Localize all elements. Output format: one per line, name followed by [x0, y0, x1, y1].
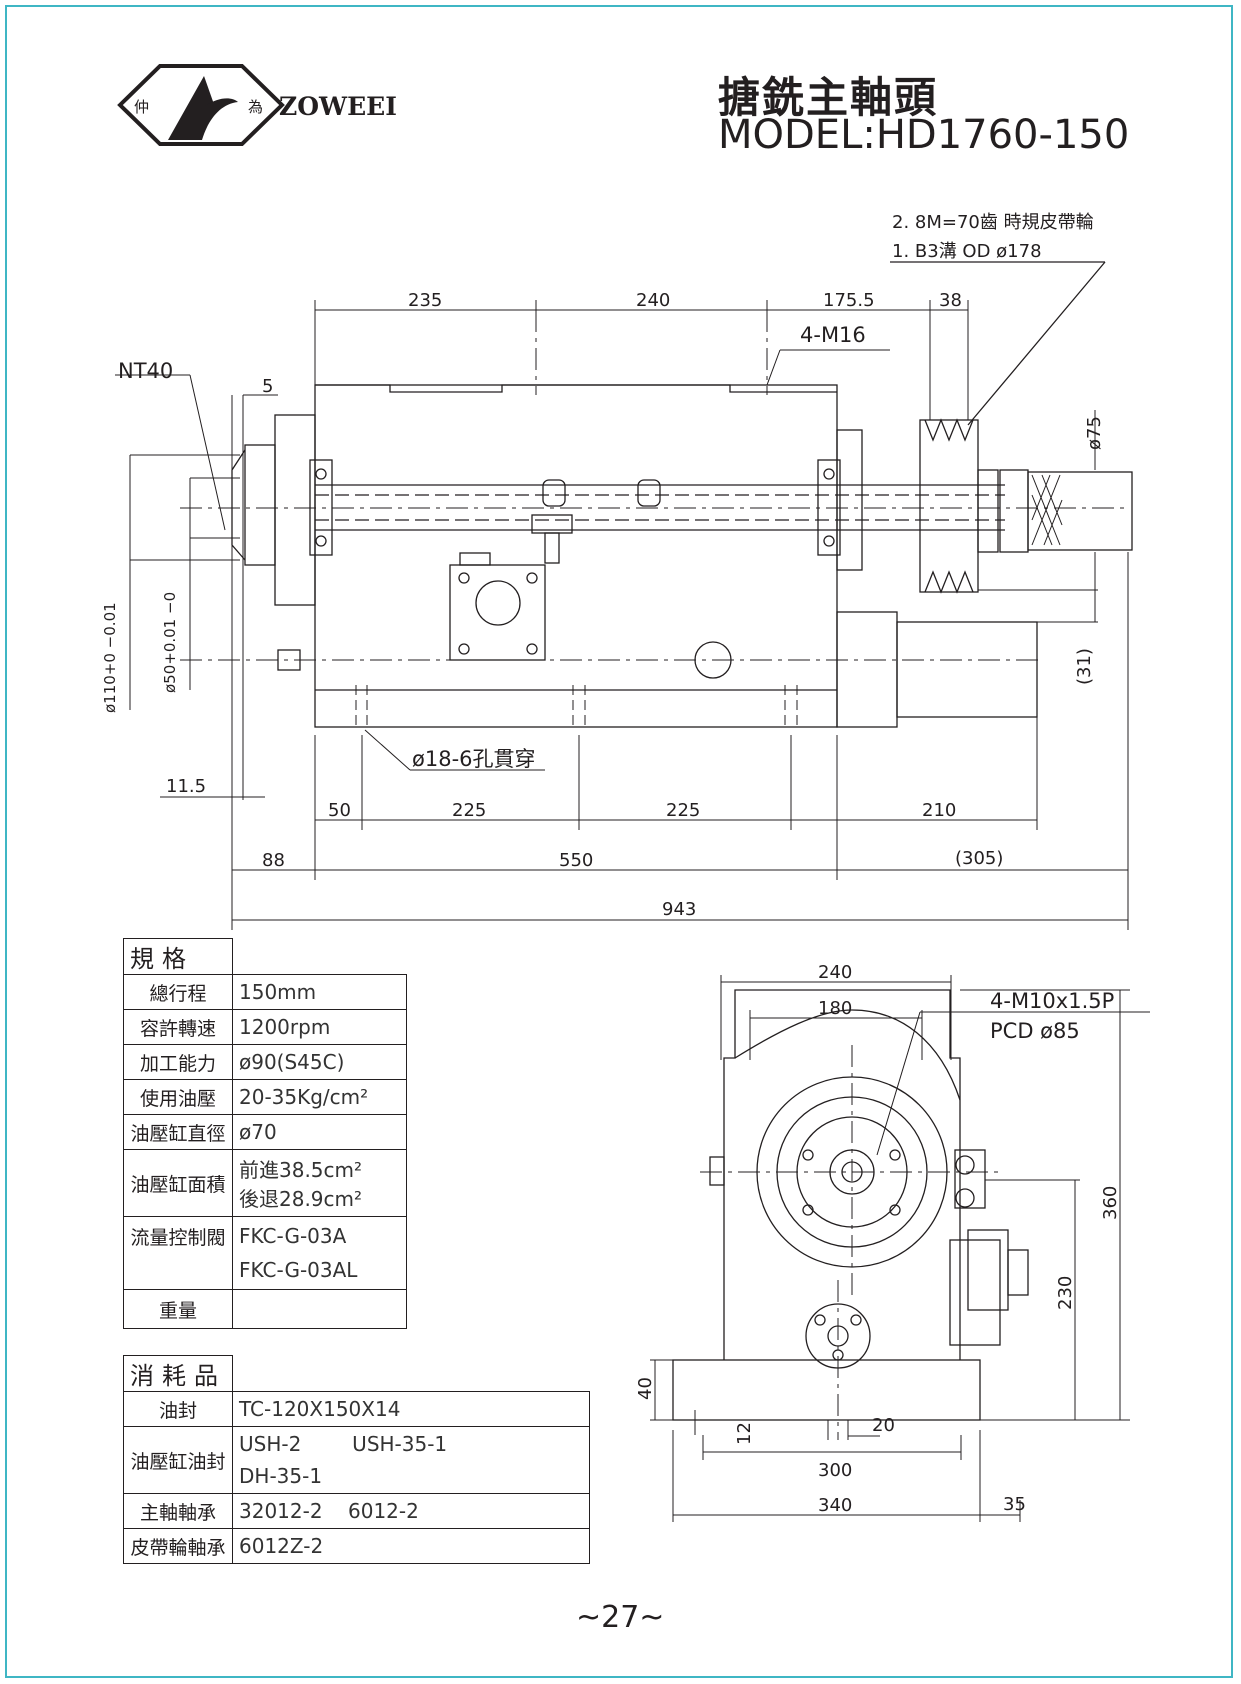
dim-88: 88 — [262, 850, 285, 871]
dim-225-b: 225 — [666, 800, 700, 821]
side-view-drawing: 240 180 4-M10x1.5P PCD ø85 360 230 40 12… — [635, 962, 1150, 1522]
consumable-key: 油壓缸油封 — [123, 1426, 233, 1494]
spec-key: 油壓缸面積 — [123, 1149, 233, 1217]
logo-text: ZOWEEI — [279, 92, 397, 121]
svg-text:為: 為 — [248, 98, 263, 116]
consumable-key: 皮帶輪軸承 — [123, 1528, 233, 1564]
front-view-drawing: 2. 8M=70齒 時規皮帶輪 1. B3溝 OD ø178 235 240 1… — [101, 212, 1133, 930]
dim-5: 5 — [262, 376, 273, 397]
dim-943: 943 — [662, 899, 696, 920]
dim-240-side: 240 — [818, 962, 852, 983]
spec-value: ø70 — [232, 1114, 407, 1150]
spec-key: 油壓缸直徑 — [123, 1114, 233, 1150]
page-number: ~27~ — [576, 1600, 665, 1635]
nt40-label: NT40 — [118, 359, 173, 383]
consumable-value: 32012-2 6012-2 — [232, 1493, 590, 1529]
svg-text:仲: 仲 — [134, 98, 149, 116]
dim-225-a: 225 — [452, 800, 486, 821]
spec-value: 150mm — [232, 974, 407, 1010]
dim-230: 230 — [1055, 1276, 1076, 1310]
page-frame — [5, 5, 1233, 1678]
spec-value: ø90(S45C) — [232, 1044, 407, 1080]
dim-12: 12 — [734, 1422, 755, 1445]
model-number: MODEL:HD1760-150 — [718, 112, 1130, 158]
dim-50: 50 — [328, 800, 351, 821]
dim-235: 235 — [408, 290, 442, 311]
dim-180: 180 — [818, 998, 852, 1019]
dim-300: 300 — [818, 1460, 852, 1481]
dim-360: 360 — [1100, 1186, 1121, 1220]
dim-35: 35 — [1003, 1494, 1026, 1515]
dim-phi50: ø50+0.01 −0 — [161, 592, 179, 693]
dim-20: 20 — [872, 1415, 895, 1436]
spec-value: 1200rpm — [232, 1009, 407, 1045]
spec-key: 重量 — [123, 1289, 233, 1329]
dim-38: 38 — [939, 290, 962, 311]
dim-11-5: 11.5 — [166, 776, 206, 797]
consumable-key: 油封 — [123, 1391, 233, 1427]
dim-phi75: ø75 — [1084, 416, 1105, 450]
pcd-label: PCD ø85 — [990, 1019, 1080, 1043]
spec-key: 使用油壓 — [123, 1079, 233, 1115]
dim-175-5: 175.5 — [823, 290, 875, 311]
consumable-value: 6012Z-2 — [232, 1528, 590, 1564]
spec-key: 容許轉速 — [123, 1009, 233, 1045]
spec-value: 20-35Kg/cm² — [232, 1079, 407, 1115]
dim-240-top: 240 — [636, 290, 670, 311]
dim-340: 340 — [818, 1495, 852, 1516]
spec-key: 加工能力 — [123, 1044, 233, 1080]
note-pulley: 2. 8M=70齒 時規皮帶輪 — [892, 212, 1094, 233]
spec-key: 流量控制閥 — [123, 1216, 233, 1290]
spec-key: 總行程 — [123, 974, 233, 1010]
dim-210: 210 — [922, 800, 956, 821]
page-title: 搪銑主軸頭 — [718, 73, 939, 122]
dim-phi110: ø110+0 −0.01 — [101, 602, 119, 713]
dim-31: (31) — [1074, 648, 1095, 685]
spec-value — [232, 1289, 407, 1329]
thread-m10: 4-M10x1.5P — [990, 989, 1114, 1013]
dim-550: 550 — [559, 850, 593, 871]
hole-label: ø18-6孔貫穿 — [412, 747, 536, 771]
dim-40: 40 — [635, 1377, 656, 1400]
note-groove: 1. B3溝 OD ø178 — [892, 241, 1042, 262]
company-logo: 仲 為 — [117, 64, 285, 146]
dim-305: (305) — [955, 848, 1003, 869]
thread-m16: 4-M16 — [800, 323, 866, 347]
consumables-heading: 消耗品 — [123, 1355, 233, 1392]
spec-heading: 規格 — [123, 938, 233, 975]
consumable-key: 主軸軸承 — [123, 1493, 233, 1529]
consumable-value: TC-120X150X14 — [232, 1391, 590, 1427]
